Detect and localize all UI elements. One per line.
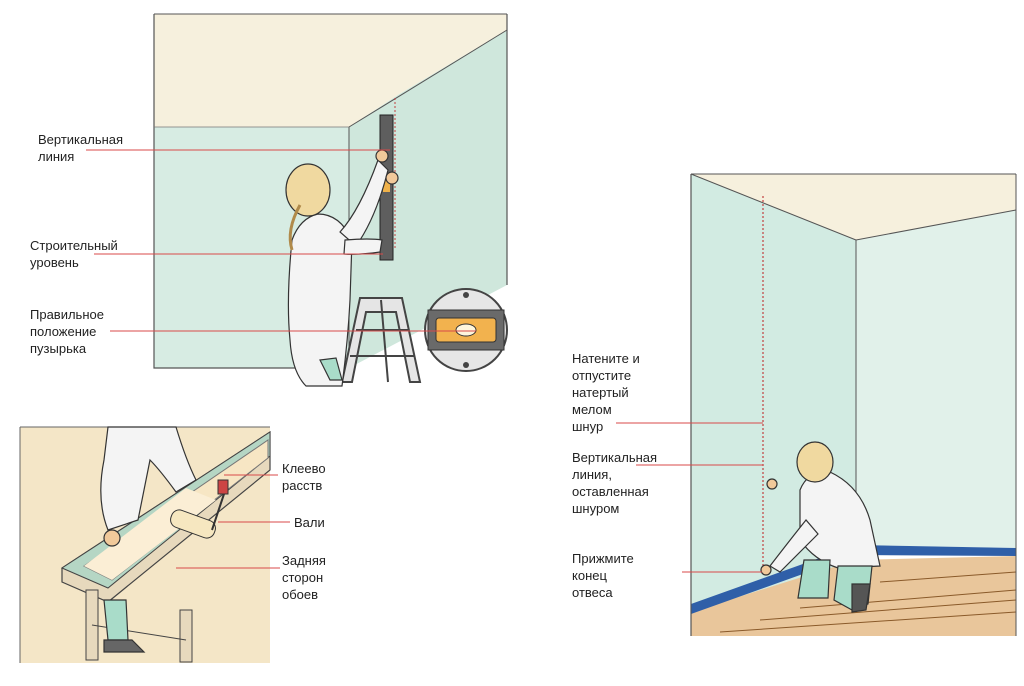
ceiling-top-panel <box>154 14 507 127</box>
woman-with-roller <box>100 426 197 653</box>
label-roller: Вали <box>294 515 325 530</box>
woman-with-chalkline <box>760 441 881 613</box>
label-construction-level: Строительный уровень <box>30 238 118 270</box>
ceiling-right-panel <box>691 174 1016 240</box>
baseboard <box>691 545 1016 614</box>
label-bubble-position: Правильное положение пузырька <box>30 307 104 356</box>
label-vertical-line-cord: Вертикальная линия, оставленная шнуром <box>572 450 658 516</box>
right-wall-right-panel <box>856 210 1016 548</box>
step-ladder <box>340 297 422 383</box>
label-glue: Клеево расств <box>282 461 326 493</box>
paint-roller <box>170 479 229 539</box>
bubble-inset <box>424 288 508 372</box>
label-back-side: Задняя сторон обоев <box>282 553 326 602</box>
label-chalk-cord: Натените и отпустите натертый мелом шнур <box>572 351 640 434</box>
label-vertical-line: Вертикальная линия <box>38 132 124 164</box>
woman-with-level <box>285 149 399 387</box>
label-press-plumb: Прижмите конец отвеса <box>572 551 634 600</box>
